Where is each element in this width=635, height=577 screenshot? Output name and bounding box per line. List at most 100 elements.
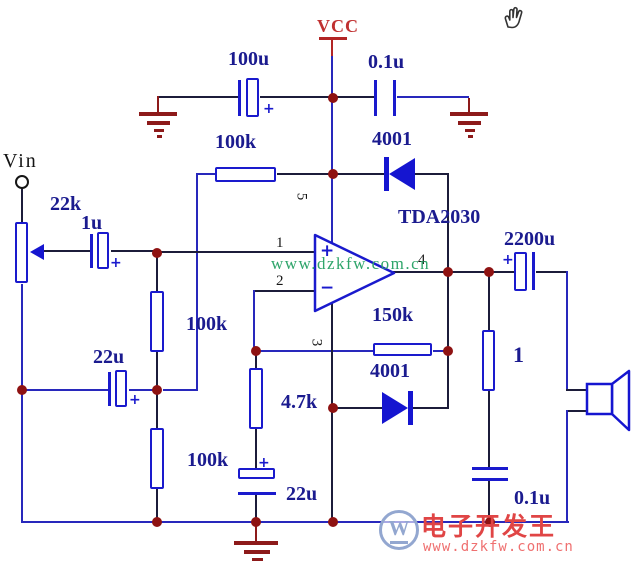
junction-dot [443, 267, 453, 277]
vcc-label: VCC [317, 16, 359, 36]
junction-dot [328, 517, 338, 527]
wire [158, 96, 238, 98]
vcc-bar [319, 37, 347, 40]
junction-dot [328, 93, 338, 103]
label-cap-2200u: 2200u [504, 228, 556, 250]
wire [566, 389, 588, 391]
polarity-plus: + [129, 392, 141, 408]
junction-dot [443, 346, 453, 356]
wire-output [393, 271, 518, 273]
wire [255, 495, 257, 522]
resistor-1ohm [482, 330, 495, 391]
diode-4001-bottom [382, 391, 413, 425]
junction-dot [251, 517, 261, 527]
wire-left-rail [21, 284, 23, 390]
junction-dot [484, 267, 494, 277]
junction-dot [17, 385, 27, 395]
label-cap-1u: 1u [81, 212, 103, 234]
wire [488, 391, 490, 468]
wire [413, 407, 449, 409]
cap-22u-bottom-plate [238, 468, 275, 479]
polarity-plus: + [263, 101, 275, 117]
wire [488, 274, 490, 331]
label-diode-top: 4001 [372, 128, 412, 150]
label-cap-100u: 100u [228, 48, 270, 70]
wire [334, 407, 384, 409]
wire [156, 394, 158, 429]
cap-1u-plate [90, 234, 93, 268]
label-res-100k-mid: 100k [186, 313, 228, 335]
label-res-100k-top: 100k [215, 131, 257, 153]
watermark-center: www.dzkfw.com.cn [271, 254, 431, 273]
label-res-150k: 150k [372, 304, 414, 326]
wire [197, 173, 217, 175]
pin-3-label: 3 [308, 338, 325, 347]
resistor-150k [373, 343, 432, 356]
polarity-plus: + [502, 252, 514, 268]
label-cap-22u-bottom: 22u [286, 483, 318, 505]
wire [260, 96, 332, 98]
wire-output-column [447, 173, 449, 409]
junction-dot [485, 517, 495, 527]
cap-0.1u-top-plate [374, 80, 377, 116]
wire-pin3 [331, 303, 333, 523]
junction-dot [251, 346, 261, 356]
resistor-100k-mid [150, 291, 164, 352]
cap-22u-left-plate [108, 372, 111, 406]
input-terminal[interactable] [15, 175, 29, 189]
resistor-100k-bottom [150, 428, 164, 489]
wire [255, 355, 257, 368]
wire [156, 256, 158, 293]
wire [156, 489, 158, 522]
pot-wiper-arrow[interactable] [29, 243, 45, 261]
resistor-4.7k [249, 368, 263, 429]
junction-dot [328, 169, 338, 179]
cap-2200u-plate [532, 252, 535, 290]
wire [331, 40, 333, 56]
wire-wiper [44, 250, 91, 252]
ic-name: TDA2030 [398, 206, 481, 228]
diode-4001-top [384, 157, 415, 191]
wire [566, 410, 568, 523]
wire [566, 271, 568, 390]
pin-4-label: 4 [418, 252, 426, 268]
cap-22u-bottom-plate [238, 492, 276, 495]
speaker-icon [585, 369, 631, 432]
vin-label: Vin [3, 150, 38, 172]
junction-dot [328, 403, 338, 413]
wire [433, 350, 448, 352]
watermark-logo-icon: W [379, 510, 419, 550]
label-cap-0.1u-bottom: 0.1u [514, 487, 551, 509]
junction-dot [152, 517, 162, 527]
wire [111, 250, 156, 252]
wire-bias-riser [196, 173, 198, 391]
cap-2200u-plate [514, 252, 527, 291]
pin-1-label: 1 [276, 235, 284, 251]
wire [411, 173, 449, 175]
wire [163, 389, 197, 391]
polarity-plus: + [258, 455, 270, 471]
label-cap-22u-left: 22u [93, 346, 125, 368]
wire [334, 173, 386, 175]
watermark-brand: 电子开发王 [421, 512, 557, 541]
label-pot-22k: 22k [50, 193, 82, 215]
junction-dot [152, 248, 162, 258]
cap-1u-plate [97, 232, 109, 269]
wire-vcc-rail [331, 56, 333, 243]
watermark-url: www.dzkfw.com.cn [423, 539, 574, 555]
wire [255, 429, 257, 470]
label-res-4.7k: 4.7k [281, 391, 318, 413]
pin-2-label: 2 [276, 273, 284, 289]
wire [334, 96, 374, 98]
label-diode-bottom: 4001 [370, 360, 410, 382]
wire [536, 271, 568, 273]
wire-pin2 [254, 290, 316, 292]
label-res-1ohm: 1 [513, 342, 524, 367]
potentiometer-22k[interactable] [15, 222, 28, 283]
wire-left-rail [21, 390, 23, 523]
opamp-plus-sign: + [320, 241, 335, 261]
cap-0.1u-bottom-plate [472, 467, 508, 470]
label-cap-0.1u-top: 0.1u [368, 51, 405, 73]
watermark-logo-underline [390, 541, 408, 544]
